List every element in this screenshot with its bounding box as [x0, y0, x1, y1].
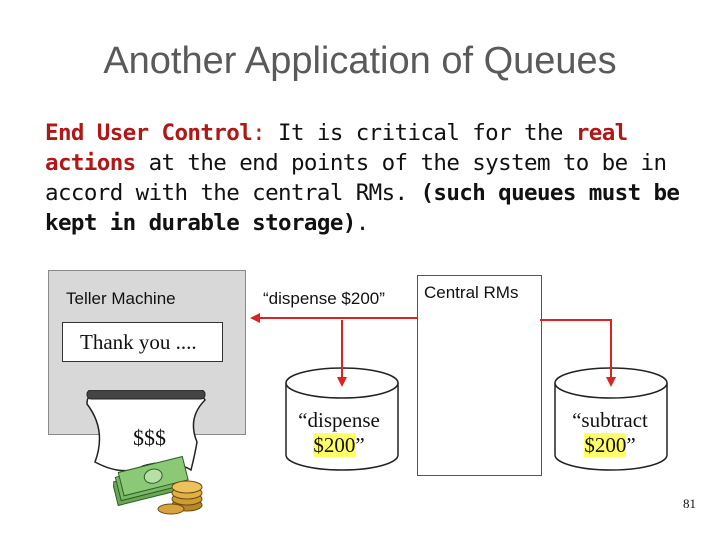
queue-left-close: ” — [355, 433, 365, 457]
money-stack-icon — [113, 455, 203, 515]
page-number: 81 — [683, 496, 696, 511]
queue-right-text: “subtract$200” — [553, 408, 667, 458]
durable-storage-note: (such queues must be kept in durable sto… — [45, 180, 680, 236]
central-rms-box — [417, 275, 542, 476]
term-end-user-control: End User Control — [45, 120, 253, 146]
queue-right-line1: “subtract — [572, 408, 648, 432]
arrow-to-right-queue — [540, 319, 616, 387]
queue-left-line1: “dispense — [298, 408, 380, 432]
queue-right-close: ” — [626, 433, 636, 457]
thank-you-screen: Thank you .... — [62, 322, 223, 362]
teller-machine-label: Teller Machine — [66, 289, 176, 308]
paragraph-period: . — [355, 210, 370, 236]
paragraph-part-1: It is critical for the — [265, 120, 576, 146]
slide-title: Another Application of Queues — [103, 40, 617, 82]
paragraph-part-2: at the end points of the system to be in… — [45, 150, 667, 206]
term-real-actions: real actions — [45, 120, 628, 176]
central-rms-label: Central RMs — [424, 283, 519, 302]
queue-right-amount: $200 — [584, 433, 627, 457]
term-colon: : — [252, 120, 266, 146]
queue-left-amount: $200 — [313, 433, 356, 457]
body-paragraph: End User Control: It is critical for the… — [45, 118, 685, 238]
queue-left-text: “dispense$200” — [283, 408, 395, 458]
dispense-message-label: “dispense $200” — [263, 289, 385, 308]
cash-label: $$$ — [133, 425, 166, 450]
